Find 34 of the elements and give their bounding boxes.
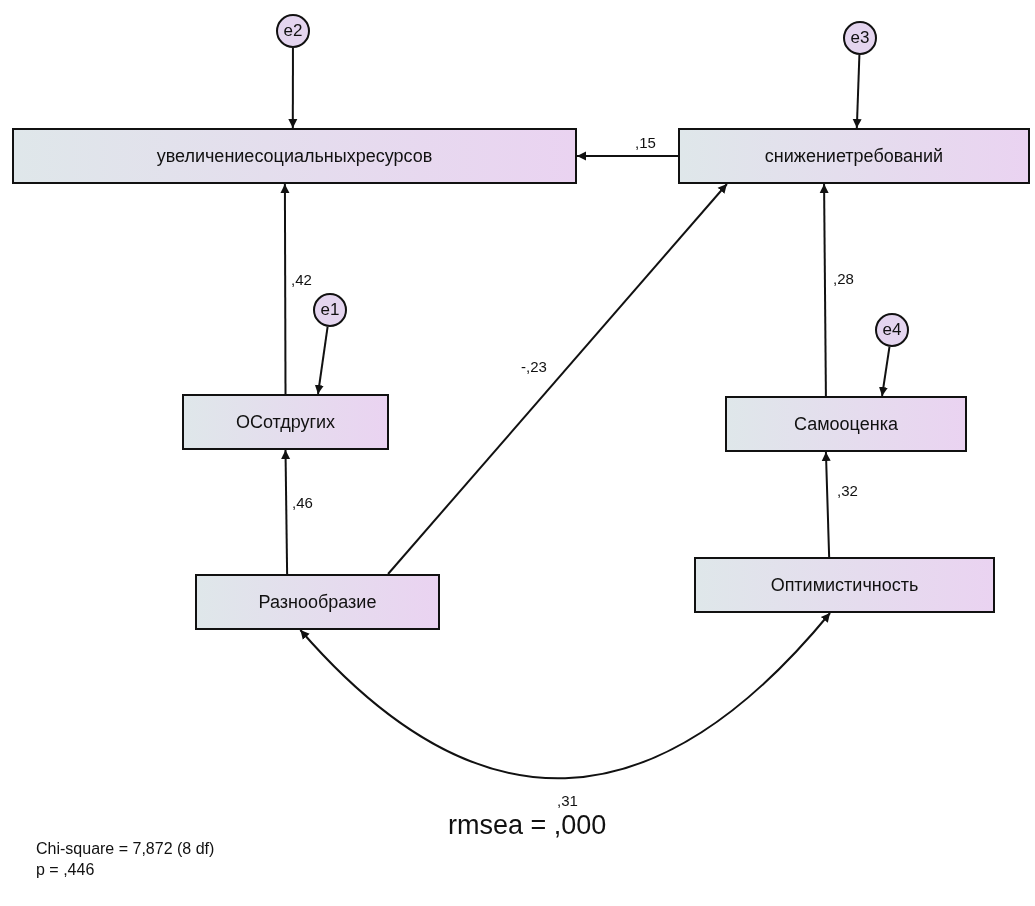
path-arrow [387, 183, 728, 575]
error-term-circle [313, 293, 347, 327]
path-arrow [878, 345, 891, 397]
variable-box [694, 557, 995, 613]
variable-box [725, 396, 967, 452]
path-arrow [576, 151, 679, 161]
path-arrow [852, 54, 862, 129]
variable-box [182, 394, 389, 450]
path-arrow [280, 183, 290, 395]
variable-label: Разнообразие [258, 591, 377, 613]
fit-statistic: Chi-square = 7,872 (8 df) [36, 840, 215, 858]
error-label: e2 [283, 21, 303, 41]
variable-box [12, 128, 577, 184]
variable-label: Оптимистичность [770, 574, 919, 596]
covariance-arrow [299, 612, 832, 780]
path-arrow [821, 451, 831, 558]
error-term-circle [276, 14, 310, 48]
variable-label: увеличениесоциальныхресурсов [156, 145, 433, 167]
path-arrow [288, 47, 298, 129]
variable-label: Самооценка [794, 413, 898, 435]
error-term-circle [843, 21, 877, 55]
path-arrow [819, 183, 829, 397]
path-arrow [314, 325, 329, 395]
error-term-circle [875, 313, 909, 347]
variable-box [195, 574, 440, 630]
path-arrow [281, 449, 291, 575]
error-label: e3 [850, 28, 870, 48]
fit-statistic: rmsea = ,000 [448, 810, 607, 841]
error-label: e4 [882, 320, 902, 340]
variable-label: снижениетребований [764, 145, 944, 167]
error-label: e1 [320, 300, 340, 320]
variable-label: ОСотдругих [235, 411, 336, 433]
variable-box [678, 128, 1030, 184]
fit-statistic: p = ,446 [36, 861, 95, 879]
